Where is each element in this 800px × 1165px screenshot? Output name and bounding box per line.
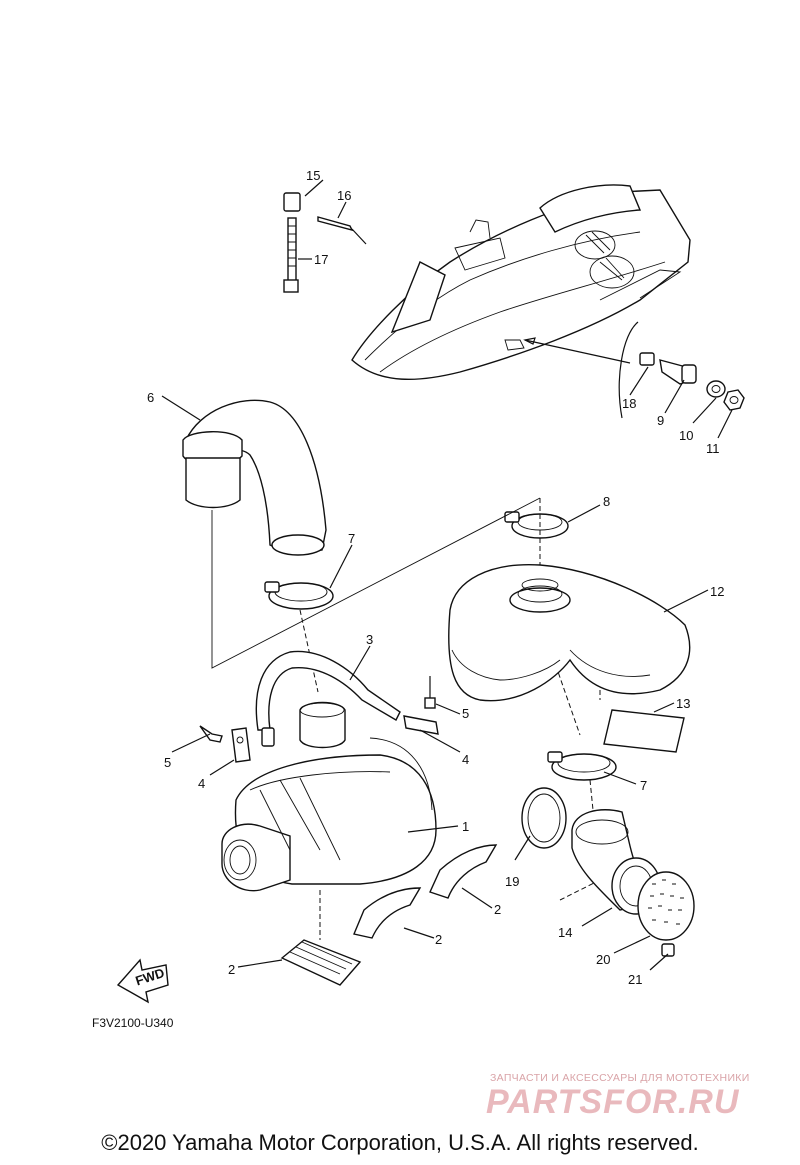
callout-2-left: 2 [228,962,235,977]
callout-1: 1 [462,819,469,834]
callout-3: 3 [366,632,373,647]
bracket-left [231,727,251,763]
heat-shield-bottom [280,939,362,986]
callout-18: 18 [622,396,636,411]
strap [255,650,401,747]
rivet-left [199,725,223,743]
fastener-group-top [283,192,367,293]
callout-4-right: 4 [462,752,469,767]
callout-5-left: 5 [164,755,171,770]
callout-17: 17 [314,252,328,267]
watermark-logo: PARTSFOR.RU [486,1083,740,1121]
bracket-right [403,715,439,735]
callout-9: 9 [657,413,664,428]
callout-4-left: 4 [198,776,205,791]
diagram-code: F3V2100-U340 [92,1016,174,1030]
callout-10: 10 [679,428,693,443]
copyright-notice: ©2020 Yamaha Motor Corporation, U.S.A. A… [101,1130,699,1155]
callout-7-upper: 7 [348,531,355,546]
callout-12: 12 [710,584,724,599]
callout-5-right: 5 [462,706,469,721]
hose-clamp-upper [264,581,334,610]
callout-21: 21 [628,972,642,987]
callout-14: 14 [558,925,572,940]
fwd-arrow-icon [116,958,169,1004]
watermark-subtitle: ЗАПЧАСТИ И АКСЕССУАРЫ ДЛЯ МОТОТЕХНИКИ [490,1072,750,1084]
nut [661,943,675,957]
callout-8: 8 [603,494,610,509]
hose-clamp-top-right [504,511,569,539]
screen-disc [637,871,695,941]
callout-7-lower: 7 [640,778,647,793]
resonator-box [448,563,691,702]
heat-shield-right [429,844,498,899]
watercraft-illustration [351,184,691,381]
callout-19: 19 [505,874,519,889]
clamp-ring [521,787,567,849]
callout-11: 11 [706,441,720,456]
callout-20: 20 [596,952,610,967]
callout-16: 16 [337,188,351,203]
callout-15: 15 [306,168,320,183]
callout-2-center: 2 [435,932,442,947]
callout-2-right: 2 [494,902,501,917]
intake-duct [182,399,327,556]
pad [603,709,685,753]
callout-13: 13 [676,696,690,711]
intake-silencer [221,701,437,892]
heat-shield-center [353,887,422,939]
callout-6: 6 [147,390,154,405]
drain-fitting-group [639,352,745,411]
hose-clamp-lower [547,751,617,781]
rivet-right [424,676,436,709]
